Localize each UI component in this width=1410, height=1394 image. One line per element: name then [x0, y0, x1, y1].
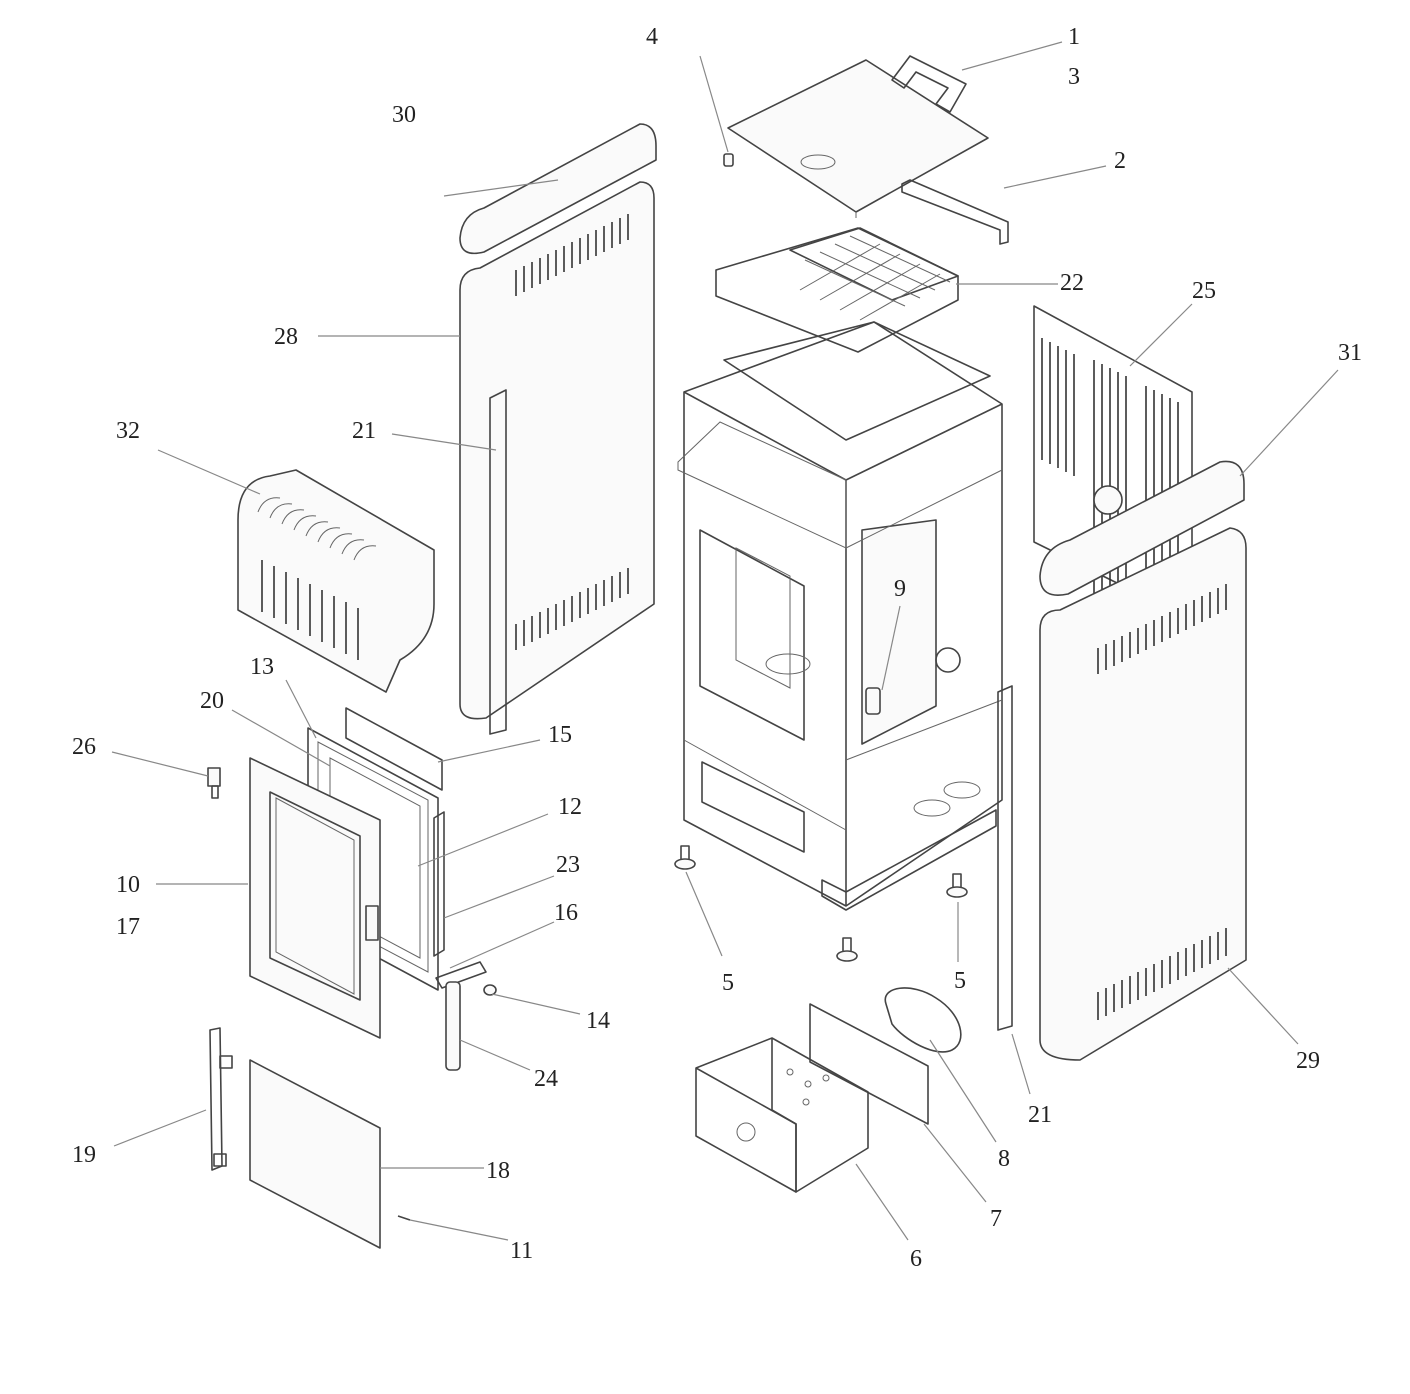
- lower-door: [249, 1059, 381, 1249]
- bracket: [901, 179, 1009, 245]
- label-16: 16: [554, 900, 578, 926]
- label-20: 20: [200, 688, 224, 714]
- grid-panel: [715, 227, 959, 353]
- latch: [207, 767, 221, 799]
- label-18: 18: [486, 1158, 510, 1184]
- front-grille: [237, 469, 435, 693]
- label-28: 28: [274, 324, 298, 350]
- door-frame-back: [307, 707, 445, 991]
- label-32: 32: [116, 418, 140, 444]
- pin: [397, 1215, 411, 1221]
- label-30: 30: [392, 102, 416, 128]
- ash-drawer: [695, 1037, 869, 1193]
- back-panel: [1033, 305, 1193, 621]
- screw: [483, 984, 497, 996]
- handle-rod: [445, 981, 461, 1071]
- top-cap-left: [459, 123, 657, 255]
- label-23: 23: [556, 852, 580, 878]
- label-21-left: 21: [352, 418, 376, 444]
- label-7: 7: [990, 1206, 1002, 1232]
- leader-lines: [111, 41, 1339, 1241]
- hinge: [435, 961, 487, 989]
- hinge-bar: [209, 1027, 233, 1171]
- label-22: 22: [1060, 270, 1084, 296]
- handle: [891, 55, 967, 113]
- side-panel-left: [459, 181, 655, 720]
- label-17: 17: [116, 914, 140, 940]
- label-1: 1: [1068, 24, 1080, 50]
- label-2: 2: [1114, 148, 1126, 174]
- top-cap-right: [1039, 460, 1245, 596]
- drawer-plate: [809, 1003, 929, 1125]
- label-21-right: 21: [1028, 1102, 1052, 1128]
- label-15: 15: [548, 722, 572, 748]
- label-5-left: 5: [722, 970, 734, 996]
- label-26: 26: [72, 734, 96, 760]
- side-component: [865, 647, 961, 715]
- side-strip-right: [997, 685, 1013, 1031]
- label-19: 19: [72, 1142, 96, 1168]
- part-labels: 1 3 4 2 30 22 25 31 28 21 32 9 13 20 15 …: [72, 24, 1362, 1272]
- top-plate: [727, 59, 989, 218]
- label-29: 29: [1296, 1048, 1320, 1074]
- label-25: 25: [1192, 278, 1216, 304]
- stove-body: [677, 321, 1003, 911]
- side-strip-left: [489, 389, 507, 735]
- foot-center: [836, 937, 858, 962]
- knob: [723, 153, 734, 167]
- label-11: 11: [510, 1238, 533, 1264]
- label-4: 4: [646, 24, 658, 50]
- label-13: 13: [250, 654, 274, 680]
- label-6: 6: [910, 1246, 922, 1272]
- foot-right: [946, 873, 968, 898]
- label-10: 10: [116, 872, 140, 898]
- side-panel-right: [1039, 527, 1247, 1061]
- foot-left: [674, 845, 696, 870]
- label-12: 12: [558, 794, 582, 820]
- label-3: 3: [1068, 64, 1080, 90]
- label-31: 31: [1338, 340, 1362, 366]
- label-14: 14: [586, 1008, 610, 1034]
- label-5-right: 5: [954, 968, 966, 994]
- door: [249, 757, 381, 1039]
- label-24: 24: [534, 1066, 558, 1092]
- label-9: 9: [894, 576, 906, 602]
- label-8: 8: [998, 1146, 1010, 1172]
- gasket: [884, 987, 962, 1053]
